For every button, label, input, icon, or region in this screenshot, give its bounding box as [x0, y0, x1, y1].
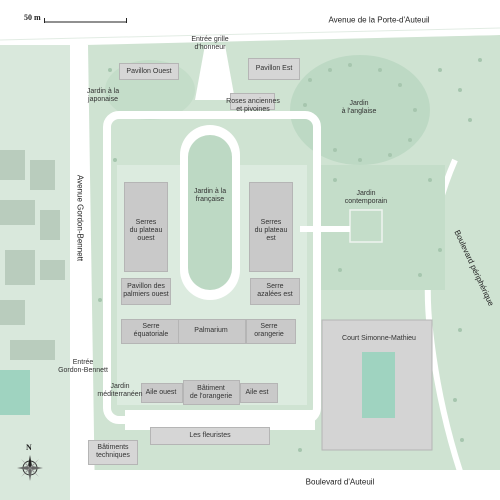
- label-pavillon-palmiers: Pavillon des palmiers ouest: [123, 283, 169, 298]
- label-court-simonne: Court Simonne-Mathieu: [342, 335, 416, 342]
- road-label-north: Avenue de la Porte-d'Auteuil: [328, 15, 430, 25]
- label-serre-orangerie: Serre orangerie: [254, 323, 284, 338]
- aile-est-building: [240, 383, 278, 403]
- serre-equatoriale-building: [121, 319, 181, 344]
- label-pavillon-ouest: Pavillon Ouest: [126, 68, 172, 75]
- palmarium-building: [178, 319, 246, 344]
- urban-blocks: [0, 150, 65, 360]
- aile-ouest-building: [141, 383, 183, 403]
- road-label-south: Boulevard d'Auteuil: [305, 477, 375, 487]
- label-serre-azalees: Serre azalées est: [257, 283, 293, 298]
- batiment-orangerie-building: [183, 380, 240, 405]
- south-boulevard: [85, 470, 500, 500]
- label-jardin-anglaise: Jardin à l'anglaise: [341, 100, 377, 115]
- serres-ouest-building: [124, 182, 168, 272]
- label-jardin-japonaise: Jardin à la japonaise: [86, 88, 120, 103]
- roses-building: [230, 93, 275, 110]
- label-serres-est: Serres du plateau est: [254, 219, 288, 242]
- label-batiment-orangerie: Bâtiment de l'orangerie: [189, 385, 233, 400]
- label-serre-equatoriale: Serre équatoriale: [133, 323, 169, 338]
- label-serres-ouest: Serres du plateau ouest: [129, 219, 163, 242]
- central-axis-path: [195, 45, 235, 100]
- label-aile-est: Aile est: [245, 389, 269, 396]
- label-palmarium: Palmarium: [194, 327, 228, 334]
- label-pavillon-est: Pavillon Est: [255, 65, 293, 72]
- court-building: [321, 319, 433, 451]
- label-batiments-techniques: Bâtiments techniques: [96, 444, 130, 459]
- fleuristes-building: [150, 427, 270, 445]
- label-entree-gordon: Entrée Gordon-Bennett: [58, 359, 108, 374]
- east-boulevard: [440, 150, 500, 500]
- batiments-techniques-building: [88, 440, 138, 465]
- label-fleuristes: Les fleuristes: [189, 432, 231, 439]
- label-jardin-mediterraneen: Jardin méditerranéen: [97, 383, 143, 398]
- serre-azalees-building: [250, 278, 300, 305]
- pavillon-ouest-building: [119, 63, 179, 80]
- road-label-west: Avenue Gordon-Bennett: [75, 174, 85, 262]
- pavillon-est-building: [248, 58, 300, 80]
- label-roses: Roses anciennes et pivoines: [226, 98, 280, 113]
- label-entree-grille: Entrée grille d'honneur: [191, 36, 229, 51]
- label-aile-ouest: Aile ouest: [145, 389, 177, 396]
- compass-north-letter: N: [26, 443, 32, 452]
- scale-label: 50 m: [24, 13, 41, 22]
- pavillon-palmiers-building: [121, 278, 171, 305]
- english-garden-lawn: [290, 55, 430, 165]
- compass-rose-icon: [17, 455, 43, 481]
- serres-est-building: [249, 182, 293, 272]
- label-jardin-francaise: Jardin à la française: [193, 188, 227, 203]
- label-jardin-contemporain: Jardin contemporain: [344, 190, 388, 205]
- court-pool: [362, 352, 395, 418]
- serre-orangerie-building: [246, 319, 296, 344]
- west-pool: [0, 370, 30, 415]
- west-avenue: [70, 45, 95, 500]
- scale-bar-icon: [44, 18, 127, 23]
